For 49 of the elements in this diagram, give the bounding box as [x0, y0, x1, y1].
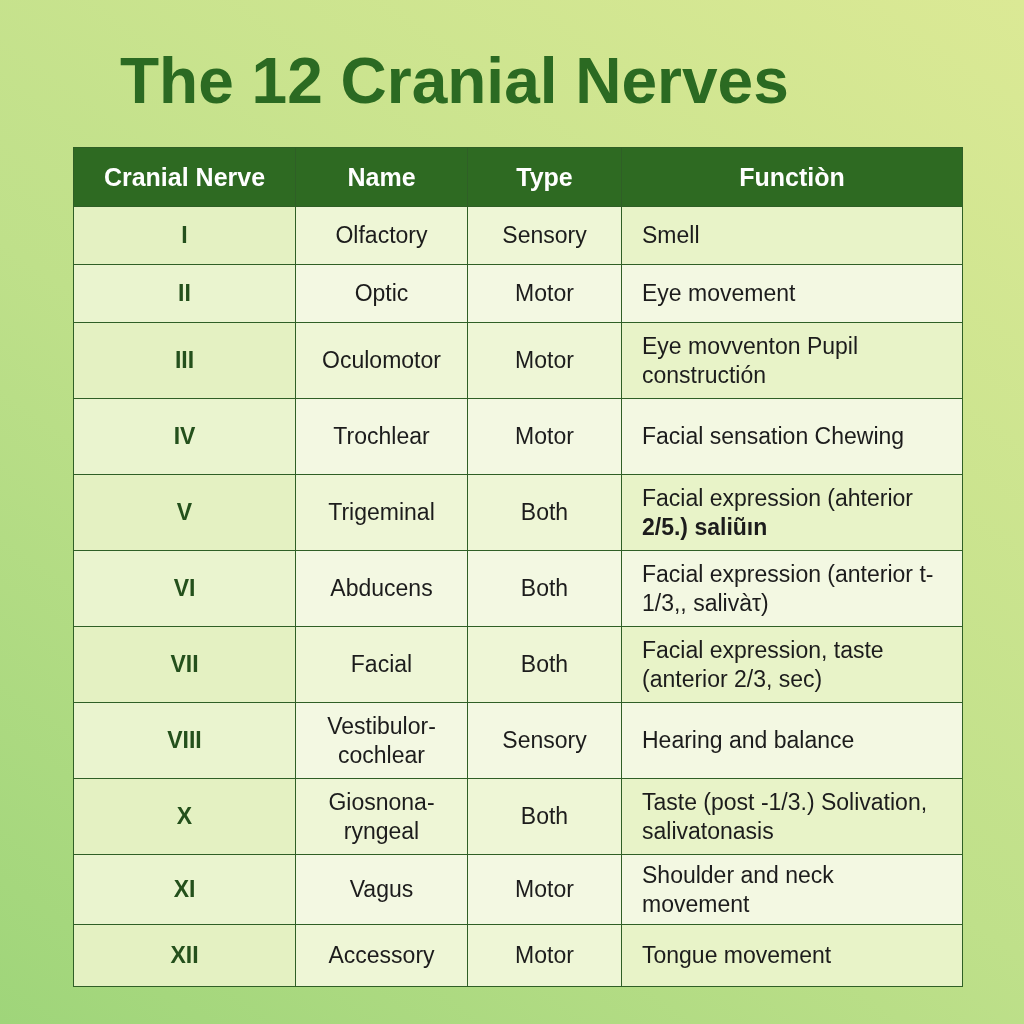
function-cell: Smell: [621, 206, 963, 265]
function-cell: Shoulder and neck movement: [621, 854, 963, 925]
table-cell: Trochlear: [295, 398, 468, 475]
roman-numeral-cell: III: [73, 322, 296, 399]
table-cell: Motor: [467, 322, 622, 399]
roman-numeral-cell: XII: [73, 924, 296, 987]
table-cell: Vestibulor- cochlear: [295, 702, 468, 779]
table-cell: Optic: [295, 264, 468, 323]
roman-numeral-cell: VI: [73, 550, 296, 627]
table-cell: Facial: [295, 626, 468, 703]
roman-numeral-cell: XI: [73, 854, 296, 925]
function-cell: Tongue movement: [621, 924, 963, 987]
table-cell: Accessory: [295, 924, 468, 987]
function-cell: Facial sensation Chewing: [621, 398, 963, 475]
roman-numeral-cell: IV: [73, 398, 296, 475]
roman-numeral-cell: I: [73, 206, 296, 265]
function-cell: Taste (post -1/3.) Solivation, salivatonasis: [621, 778, 963, 855]
roman-numeral-cell: V: [73, 474, 296, 551]
table-cell: Both: [467, 626, 622, 703]
title: The 12 Cranial Nerves: [120, 44, 789, 118]
function-cell: Eye movement: [621, 264, 963, 323]
table-cell: Abducens: [295, 550, 468, 627]
table-cell: Sensory: [467, 206, 622, 265]
table-cell: Motor: [467, 854, 622, 925]
table-cell: Vagus: [295, 854, 468, 925]
table-cell: Giosnona- ryngeal: [295, 778, 468, 855]
function-cell: Eye movventon Pupil constructión: [621, 322, 963, 399]
table-cell: Olfactory: [295, 206, 468, 265]
column-header: Name: [295, 147, 468, 207]
table-cell: Oculomotor: [295, 322, 468, 399]
column-header: Cranial Nerve: [73, 147, 296, 207]
function-cell: Facial expression (ahterior 2/5.) saliũın: [621, 474, 963, 551]
function-cell: Facial expression (anterior t-1/3,, salivàτ): [621, 550, 963, 627]
table-cell: Sensory: [467, 702, 622, 779]
roman-numeral-cell: VII: [73, 626, 296, 703]
table-cell: Both: [467, 550, 622, 627]
table-cell: Motor: [467, 398, 622, 475]
table-cell: Trigeminal: [295, 474, 468, 551]
table-cell: Both: [467, 778, 622, 855]
function-cell: Hearing and balance: [621, 702, 963, 779]
roman-numeral-cell: II: [73, 264, 296, 323]
table-cell: Motor: [467, 924, 622, 987]
column-header: Type: [467, 147, 622, 207]
column-header: Functiòn: [621, 147, 963, 207]
table-cell: Both: [467, 474, 622, 551]
roman-numeral-cell: VIII: [73, 702, 296, 779]
table-cell: Motor: [467, 264, 622, 323]
function-cell: Facial expression, taste (anterior 2/3, sec): [621, 626, 963, 703]
roman-numeral-cell: X: [73, 778, 296, 855]
